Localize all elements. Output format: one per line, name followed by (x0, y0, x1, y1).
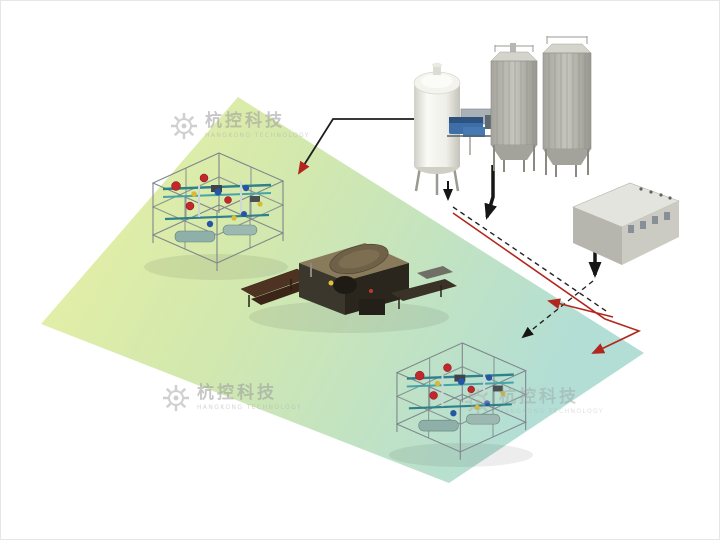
silo-right (542, 36, 592, 177)
silo-group (490, 36, 592, 177)
silo-left (490, 43, 538, 172)
compressor-unit (447, 108, 499, 137)
supply-line-to-machine (547, 298, 614, 318)
signal-line-to-right-skid (521, 280, 594, 339)
flow-lines (297, 118, 642, 354)
return-line-to-left-skid (297, 118, 431, 175)
silo-discharge-arrow (484, 165, 497, 220)
signal-line-diagonal (452, 206, 610, 314)
main-processing-machine (240, 243, 457, 315)
control-room-building (572, 182, 680, 265)
vertical-storage-tank (413, 62, 471, 195)
supply-line-to-right-skid (452, 212, 642, 354)
